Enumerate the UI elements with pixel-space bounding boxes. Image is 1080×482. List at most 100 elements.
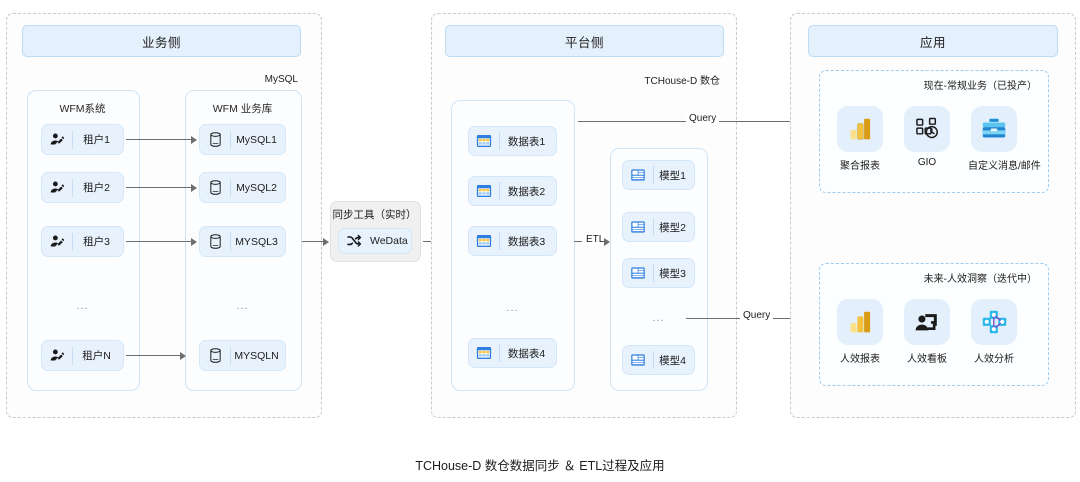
table-icon bbox=[469, 182, 499, 200]
tenant-chip-2[interactable]: 租户2 bbox=[41, 172, 124, 203]
database-icon bbox=[200, 233, 230, 250]
model-chip-3-label: 模型3 bbox=[659, 267, 686, 280]
chip-divider bbox=[230, 178, 231, 197]
panel-wfm-system-title: WFM系统 bbox=[27, 101, 138, 116]
etl-label: ETL bbox=[583, 234, 608, 245]
data-table-chip-4[interactable]: 数据表4 bbox=[468, 338, 557, 368]
tenant-chip-1[interactable]: 租户1 bbox=[41, 124, 124, 155]
mysql-chip-3[interactable]: MYSQL3 bbox=[199, 226, 286, 257]
arrow-tenant1-mysql1 bbox=[126, 139, 192, 140]
mysql-chip-n-label: MYSQLN bbox=[234, 349, 279, 362]
app-item-aggregated-report[interactable]: 聚合报表 bbox=[834, 106, 886, 172]
app-item-gio[interactable]: GIO bbox=[901, 106, 953, 168]
arrowhead-tenantn bbox=[180, 351, 186, 360]
arrowhead-tenant2 bbox=[191, 183, 197, 192]
app-item-efficiency-report-label: 人效报表 bbox=[840, 354, 880, 365]
etl-dash-left bbox=[574, 241, 582, 242]
model-chip-3[interactable]: 模型3 bbox=[622, 258, 695, 288]
platform-corner-label: TCHouse-D 数仓 bbox=[644, 76, 720, 87]
data-table-chip-1[interactable]: 数据表1 bbox=[468, 126, 557, 156]
arrowhead-etl bbox=[604, 237, 610, 246]
tenant-chip-3-label: 租户3 bbox=[83, 236, 110, 248]
model-grid-icon bbox=[623, 351, 653, 369]
figure-caption: TCHouse-D 数仓数据同步 ＆ ETL过程及应用 bbox=[0, 455, 1080, 474]
query-label-bottom: Query bbox=[740, 310, 774, 321]
model-chip-1[interactable]: 模型1 bbox=[622, 160, 695, 190]
model-chip-1-label: 模型1 bbox=[659, 169, 686, 182]
database-ellipsis: ... bbox=[236, 300, 249, 312]
mysql-chip-n[interactable]: MYSQLN bbox=[199, 340, 286, 371]
zone-business-header: 业务侧 bbox=[22, 25, 301, 57]
model-chip-2-label: 模型2 bbox=[659, 221, 686, 234]
app-item-efficiency-dashboard[interactable]: 人效看板 bbox=[901, 299, 953, 365]
data-table-chip-2-label: 数据表2 bbox=[507, 185, 546, 198]
model-chip-4-label: 模型4 bbox=[659, 354, 686, 367]
model-chip-4[interactable]: 模型4 bbox=[622, 345, 695, 375]
table-icon bbox=[469, 232, 499, 250]
chip-divider bbox=[230, 232, 231, 251]
chip-divider bbox=[653, 264, 654, 282]
app-item-efficiency-analysis-label: 人效分析 bbox=[974, 354, 1014, 365]
chip-divider bbox=[230, 130, 231, 149]
arrow-tenant3-mysql3 bbox=[126, 241, 192, 242]
chip-divider bbox=[499, 344, 500, 362]
figure-caption-text: TCHouse-D 数仓数据同步 ＆ ETL过程及应用 bbox=[415, 459, 665, 473]
chip-divider bbox=[72, 346, 73, 365]
tenant-chip-n[interactable]: 租户N bbox=[41, 340, 124, 371]
wedata-chip[interactable]: WeData bbox=[338, 228, 412, 254]
user-edit-icon bbox=[42, 131, 72, 148]
user-edit-icon bbox=[42, 179, 72, 196]
bar-chart-icon bbox=[837, 299, 883, 345]
table-icon bbox=[469, 344, 499, 362]
app-item-efficiency-report[interactable]: 人效报表 bbox=[834, 299, 886, 365]
arrow-tenantn-mysqln bbox=[126, 355, 181, 356]
data-table-chip-4-label: 数据表4 bbox=[507, 347, 546, 360]
app-item-gio-label: GIO bbox=[917, 157, 937, 168]
model-chip-2[interactable]: 模型2 bbox=[622, 212, 695, 242]
panel-wfm-database-corner-label: MySQL bbox=[264, 74, 298, 85]
tenant-chip-3[interactable]: 租户3 bbox=[41, 226, 124, 257]
zone-business-header-label: 业务侧 bbox=[141, 35, 181, 50]
chip-divider bbox=[72, 178, 73, 197]
app-item-custom-message[interactable]: 自定义消息/邮件 bbox=[968, 106, 1041, 172]
chip-divider bbox=[499, 132, 500, 150]
data-table-chip-2[interactable]: 数据表2 bbox=[468, 176, 557, 206]
model-grid-icon bbox=[623, 264, 653, 282]
app-group-future-label: 未来-人效洞察（迭代中） bbox=[923, 274, 1037, 285]
data-table-ellipsis: ... bbox=[506, 302, 519, 314]
tenant-chip-1-label: 租户1 bbox=[83, 134, 110, 146]
user-edit-icon bbox=[42, 233, 72, 250]
zone-application-header-label: 应用 bbox=[919, 35, 946, 50]
database-icon bbox=[200, 131, 230, 148]
data-table-chip-3[interactable]: 数据表3 bbox=[468, 226, 557, 256]
panel-wfm-database-title-label: WFM 业务库 bbox=[212, 103, 273, 115]
query-label-top: Query bbox=[686, 113, 720, 124]
arrowhead-tenant1 bbox=[191, 135, 197, 144]
chip-divider bbox=[653, 166, 654, 184]
data-table-chip-3-label: 数据表3 bbox=[507, 235, 546, 248]
chip-divider bbox=[499, 182, 500, 200]
tenant-chip-2-label: 租户2 bbox=[83, 182, 110, 194]
toolbox-icon bbox=[971, 106, 1017, 152]
chip-divider bbox=[653, 218, 654, 236]
chip-divider bbox=[230, 346, 231, 365]
sync-tool-title: 同步工具（实时） bbox=[332, 209, 417, 221]
mysql-chip-1[interactable]: MySQL1 bbox=[199, 124, 286, 155]
app-item-efficiency-analysis[interactable]: 人效分析 bbox=[968, 299, 1020, 365]
mysql-chip-3-label: MYSQL3 bbox=[235, 235, 278, 248]
mysql-chip-2[interactable]: MySQL2 bbox=[199, 172, 286, 203]
model-grid-icon bbox=[623, 218, 653, 236]
network-nodes-icon bbox=[971, 299, 1017, 345]
table-icon bbox=[469, 132, 499, 150]
app-group-current-label: 现在-常规业务（已投产） bbox=[923, 81, 1037, 92]
mysql-chip-2-label: MySQL2 bbox=[236, 181, 277, 194]
user-edit-icon bbox=[42, 347, 72, 364]
arrow-business-to-sync bbox=[302, 241, 324, 242]
arrowhead-tenant3 bbox=[191, 237, 197, 246]
blocks-clock-icon bbox=[904, 106, 950, 152]
mysql-chip-1-label: MySQL1 bbox=[236, 133, 277, 146]
person-screen-icon bbox=[904, 299, 950, 345]
app-item-custom-message-label: 自定义消息/邮件 bbox=[968, 161, 1041, 172]
data-table-chip-1-label: 数据表1 bbox=[507, 135, 546, 148]
